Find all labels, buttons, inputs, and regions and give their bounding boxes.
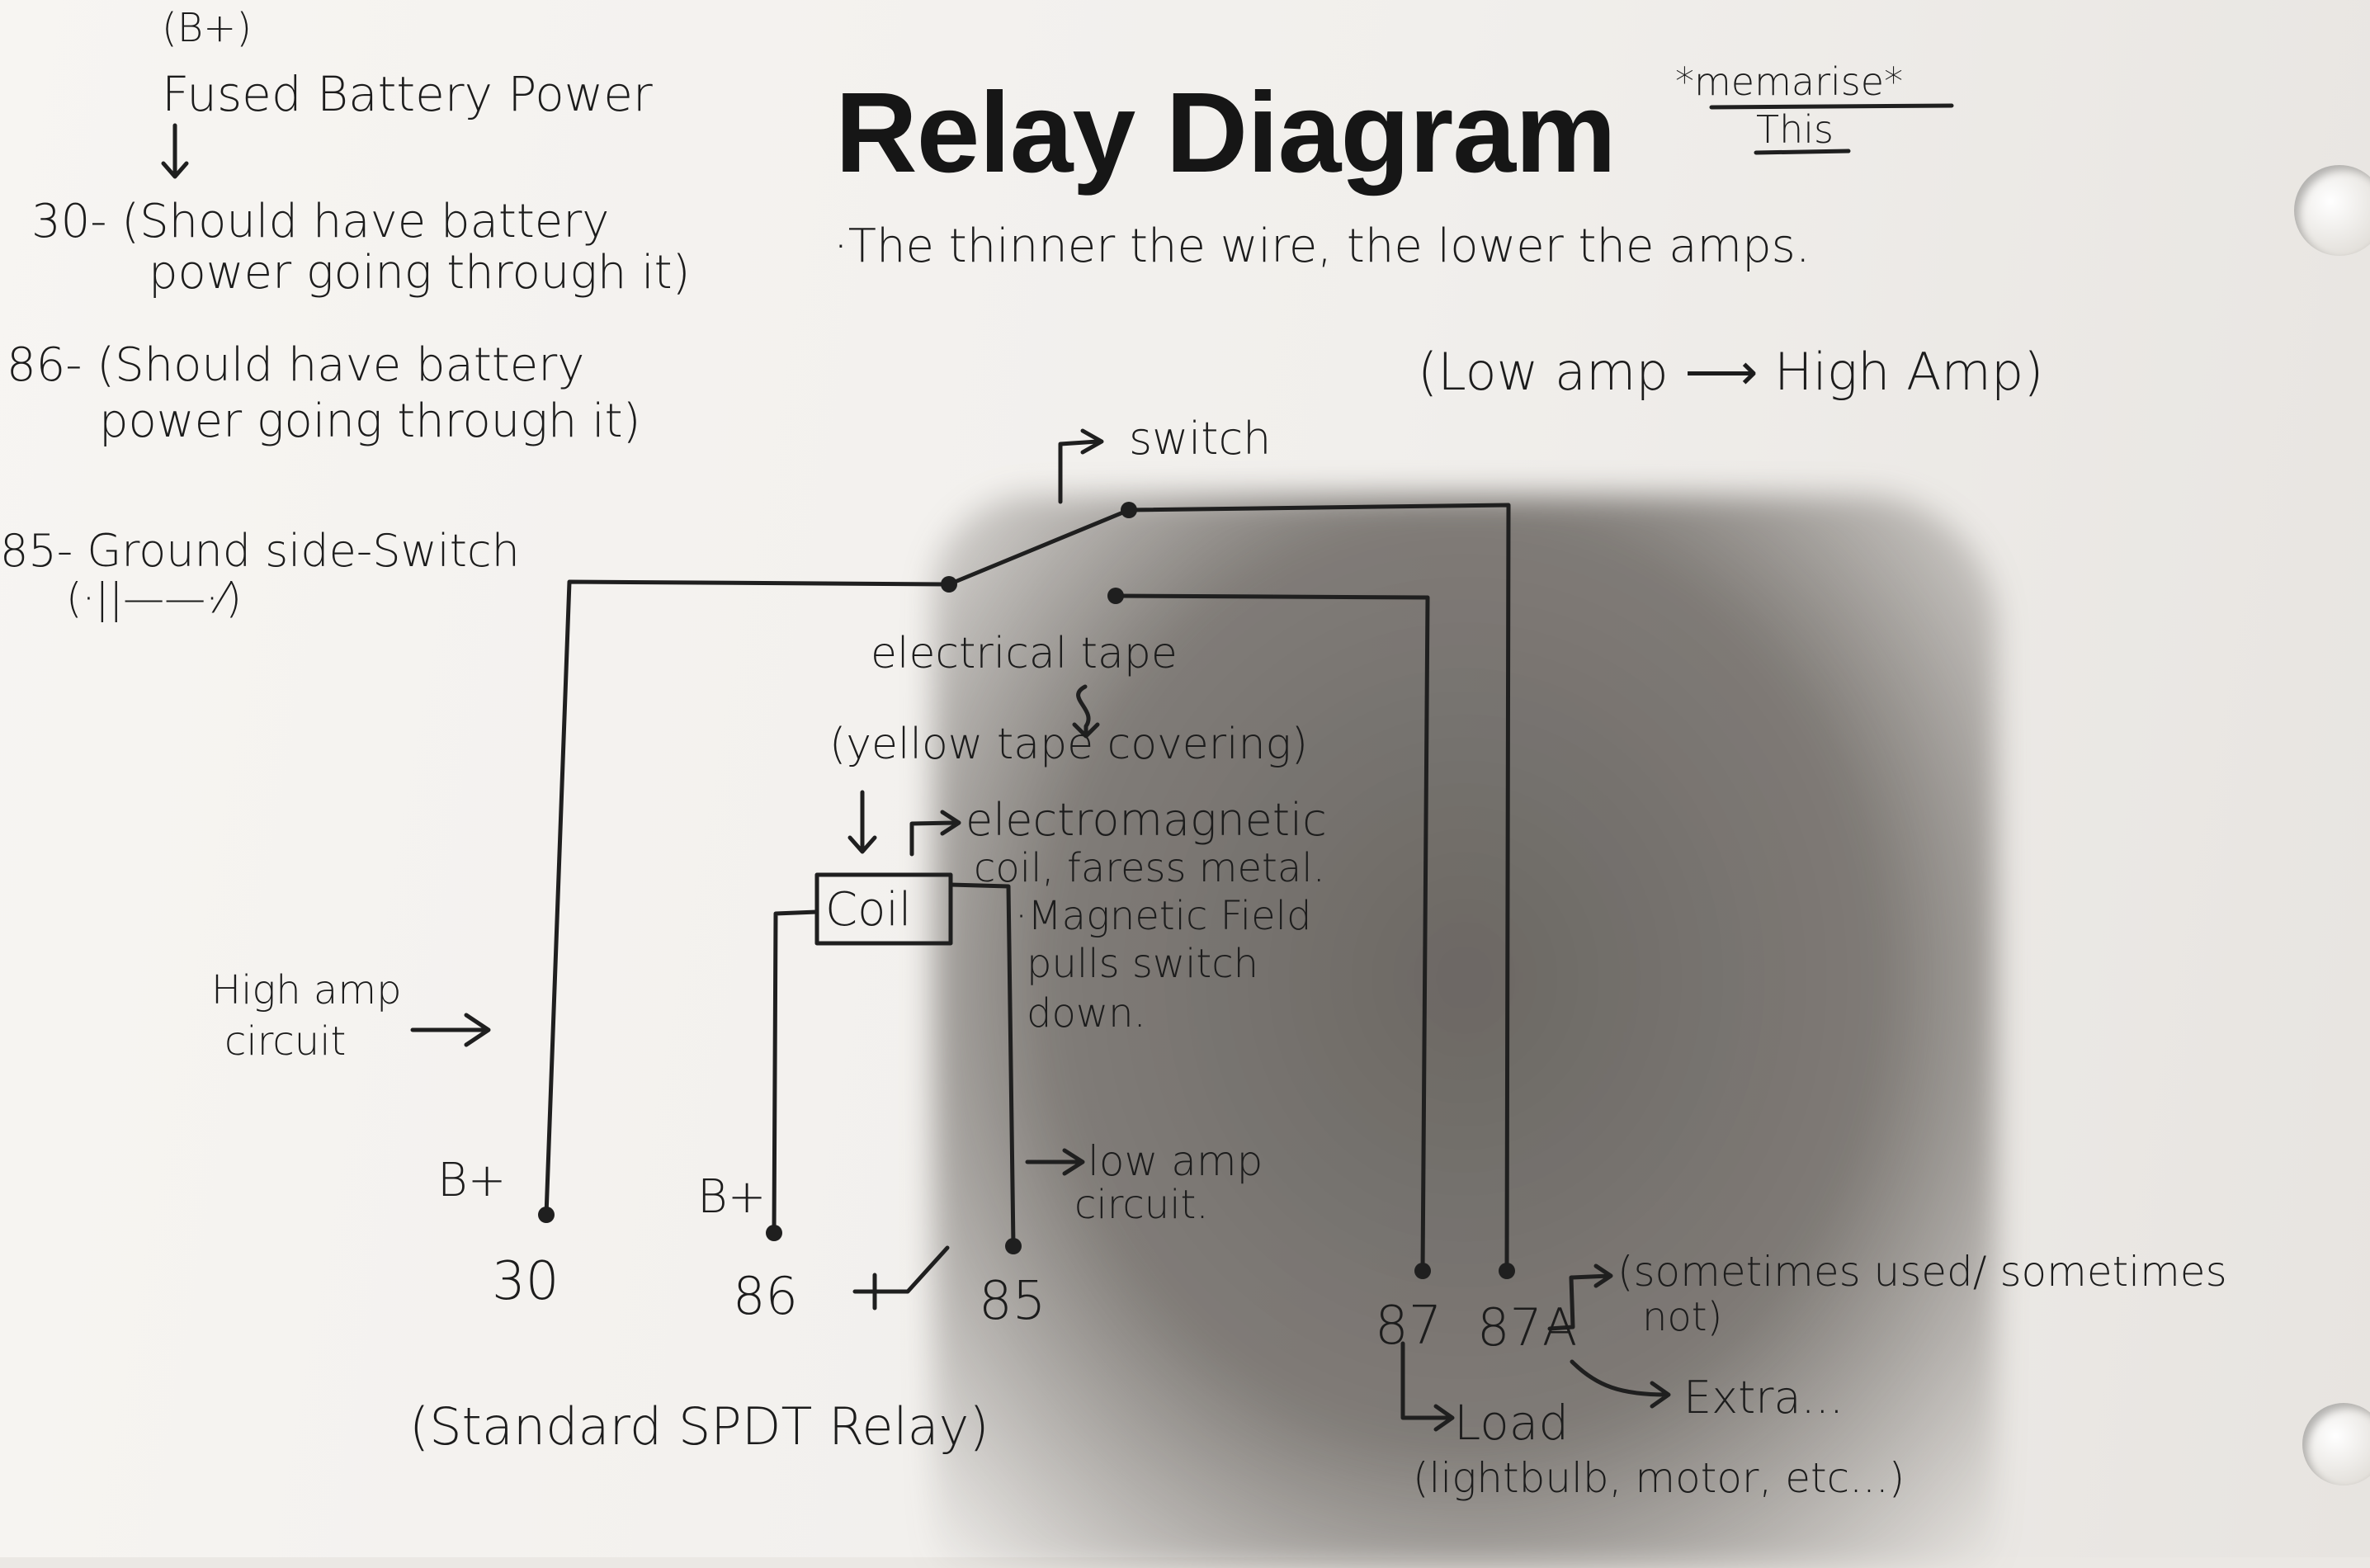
- coil-box: [814, 872, 953, 946]
- fused-battery-label: Fused Battery Power: [162, 66, 653, 122]
- b-plus-mid: B+: [697, 1170, 767, 1224]
- extra-arrow: [1570, 1359, 1671, 1409]
- wire-30: [544, 579, 951, 1217]
- wire-thickness-note: ·The thinner the wire, the lower the amp…: [833, 220, 1811, 273]
- electromagnetic-label-2: coil, faress metal.: [974, 845, 1325, 891]
- electrical-tape-label: electrical tape: [871, 629, 1178, 678]
- electromagnetic-label-1: electromagnetic: [965, 794, 1327, 846]
- pin-30-label: 30: [492, 1251, 559, 1312]
- pin30-note-1: 30- (Should have battery: [31, 195, 610, 248]
- coil-label: Coil: [825, 883, 912, 937]
- switch-label: switch: [1129, 413, 1272, 465]
- terminal-86: [766, 1225, 782, 1241]
- magnetic-field-label-2: pulls switch: [1027, 941, 1259, 987]
- hand-shadow: [932, 495, 1997, 1568]
- pin86-note-2: power going through it): [99, 394, 641, 448]
- pin-85-label: 85: [979, 1271, 1046, 1332]
- high-amp-label-1: High amp: [211, 967, 402, 1013]
- sometimes-used-label: (sometimes used/ sometimes: [1617, 1248, 2227, 1296]
- low-amp-label-2: circuit.: [1074, 1182, 1209, 1228]
- tape-arrow: [1072, 684, 1100, 739]
- high-amp-arrow: [410, 1013, 491, 1047]
- tape-covering-label: (yellow tape covering): [829, 720, 1309, 769]
- pin85-note: 85- Ground side-Switch: [0, 525, 520, 577]
- wire-86: [772, 909, 819, 1235]
- magnetic-field-label-1: ·Magnetic Field: [1015, 893, 1312, 939]
- pin30-note-2: power going through it): [149, 246, 691, 300]
- pin-87a-label: 87A: [1477, 1297, 1578, 1358]
- standard-spdt-label: (Standard SPDT Relay): [409, 1396, 989, 1457]
- terminal-85: [1005, 1238, 1022, 1254]
- b-plus-header: (B+): [162, 5, 253, 51]
- wire-87: [1113, 593, 1430, 1273]
- memorise-note: *memarise*: [1675, 59, 1904, 104]
- memorise-note-this: This: [1756, 107, 1834, 152]
- pin-87-label: 87: [1375, 1296, 1442, 1357]
- coil-arrow: [847, 790, 877, 854]
- battery-arrow: [161, 123, 189, 179]
- b-plus-left: B+: [437, 1154, 507, 1207]
- electromagnetic-arrow: [909, 810, 961, 857]
- extra-label: Extra...: [1683, 1372, 1844, 1424]
- load-label: Load: [1454, 1395, 1570, 1451]
- low-amp-label-1: low amp: [1088, 1137, 1263, 1185]
- ground-switch-symbol: [852, 1245, 950, 1311]
- terminal-30: [538, 1207, 555, 1223]
- low-amp-arrow: [1025, 1148, 1085, 1176]
- low-to-high-amp-note: (Low amp ⟶ High Amp): [1418, 342, 2044, 402]
- wire-87a: [1126, 503, 1511, 1273]
- magnetic-field-label-3: down.: [1027, 990, 1146, 1037]
- terminal-87a: [1499, 1263, 1515, 1279]
- pin85-symbol: (·||——·⁄): [66, 574, 242, 622]
- switch-contact-87a: [1121, 502, 1137, 518]
- 87a-bracket: [1547, 1263, 1613, 1331]
- terminal-87: [1414, 1263, 1431, 1279]
- switch-label-arrow: [1058, 428, 1104, 504]
- switch-pivot: [941, 576, 957, 593]
- high-amp-label-2: circuit: [224, 1018, 347, 1065]
- wire-85: [948, 882, 1016, 1249]
- load-arrow: [1400, 1341, 1455, 1432]
- sometimes-not-label: not): [1642, 1294, 1723, 1340]
- binder-hole-bottom: [2302, 1403, 2370, 1485]
- pin86-note-1: 86- (Should have battery: [7, 338, 585, 392]
- memorise-underline: [1709, 103, 1954, 155]
- page-title: Relay Diagram: [835, 69, 1617, 196]
- switch-arm: [947, 508, 1131, 587]
- load-examples-label: (lightbulb, motor, etc...): [1413, 1454, 1905, 1502]
- switch-contact-87: [1107, 588, 1124, 604]
- binder-hole-top: [2294, 165, 2370, 256]
- pin-86-label: 86: [733, 1266, 798, 1326]
